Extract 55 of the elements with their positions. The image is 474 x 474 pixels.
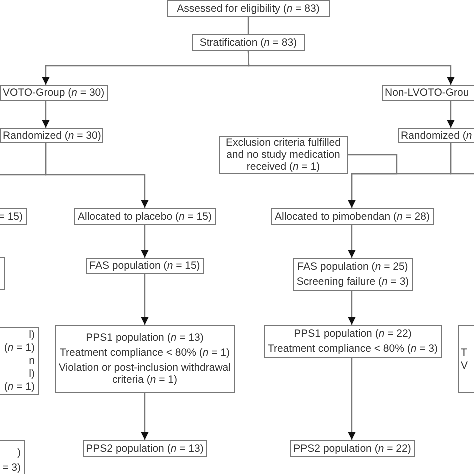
connector-line	[248, 17, 250, 34]
arrow	[42, 101, 50, 128]
connector-line	[0, 143, 47, 176]
arrow	[348, 225, 356, 258]
arrow	[348, 154, 398, 208]
flow-box	[398, 128, 474, 143]
box-text: PPS2 population (n = 13)	[86, 442, 204, 454]
flow-box	[264, 325, 442, 358]
box-text: n	[29, 355, 35, 367]
box-text: VOTO-Group (n = 30)	[3, 87, 105, 99]
flow-box	[74, 208, 216, 225]
box-text: Non-LVOTO-Grou	[385, 87, 470, 99]
arrow	[141, 225, 149, 258]
box-text: l)	[29, 329, 35, 341]
box-text: T	[461, 346, 468, 358]
box-text: FAS population (n = 15)	[90, 260, 200, 272]
flow-box	[290, 440, 415, 457]
box-text: l)	[29, 368, 35, 380]
box-text: Treatment compliance < 80% (n = 3)	[268, 343, 438, 355]
box-text: (n = 1)	[4, 381, 35, 393]
flow-box	[192, 34, 305, 51]
flow-box	[271, 208, 434, 225]
box-text: V	[461, 360, 468, 372]
box-text: Treatment compliance < 80% (n = 1)	[60, 347, 230, 359]
flow-box	[293, 258, 413, 291]
box-text: Violation or post-inclusion withdrawal criteria (n = 1)	[58, 362, 232, 386]
box-text: PPS1 population (n = 13)	[86, 332, 204, 344]
box-text: Stratification (n = 83)	[200, 36, 298, 48]
flow-box	[55, 325, 235, 393]
box-text: (n = 1)	[4, 342, 35, 354]
arrow	[141, 274, 149, 325]
box-text: Allocated to pimobendan (n = 28)	[275, 210, 430, 222]
flow-box	[83, 440, 207, 457]
arrow	[141, 393, 149, 440]
flow-box	[0, 128, 103, 143]
arrow	[348, 358, 356, 440]
box-text: Randomized (n = 30)	[3, 130, 102, 142]
flow-box	[167, 0, 330, 17]
flow-box	[86, 258, 204, 274]
box-text: )	[18, 446, 21, 458]
box-text: PPS1 population (n = 22)	[294, 328, 412, 340]
flow-box	[382, 85, 474, 101]
connector-line	[450, 143, 474, 175]
box-text: Exclusion criteria fulfilled and no study medication received (n = 1)	[225, 137, 342, 173]
arrow	[248, 50, 455, 85]
box-text: Assessed for eligibility (n = 83)	[177, 2, 320, 14]
box-text: Allocated to placebo (n = 15)	[78, 210, 212, 222]
box-text: FAS population (n = 25)	[298, 261, 408, 273]
arrow	[447, 101, 455, 128]
box-text: = 3)	[2, 462, 21, 474]
box-text: Randomized (n	[401, 130, 472, 142]
arrow	[348, 291, 356, 325]
flow-box	[0, 85, 108, 101]
box-text: Screening failure (n = 3)	[296, 276, 410, 288]
box-text: PPS2 population (n = 22)	[294, 442, 412, 454]
